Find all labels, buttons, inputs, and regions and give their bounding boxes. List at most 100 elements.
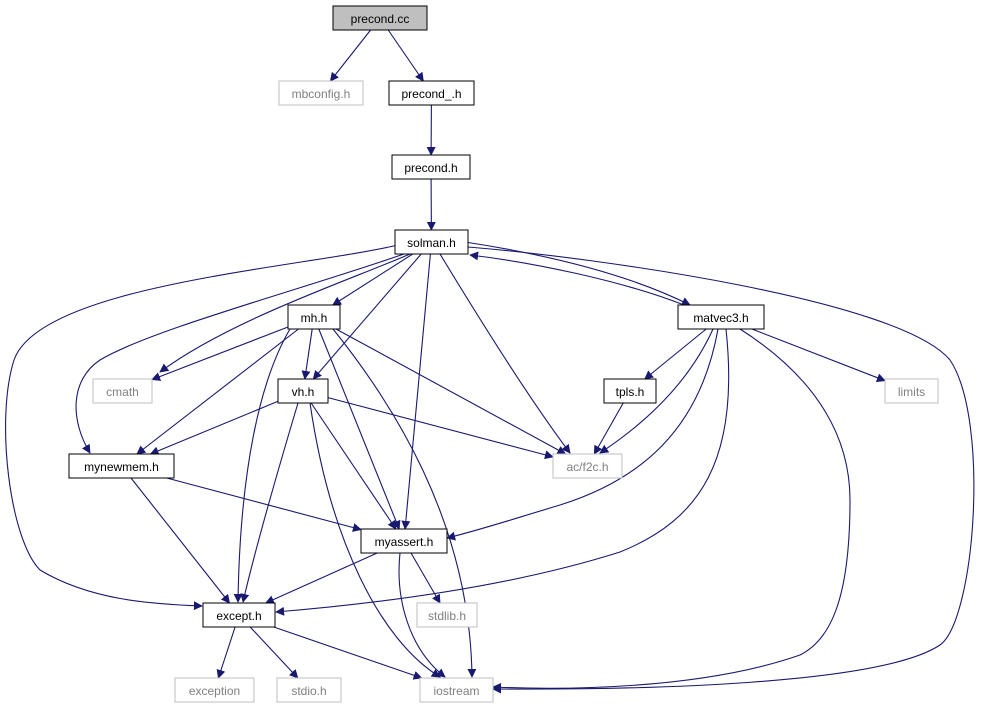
- edge-myassert_h-to-iostream: [398, 552, 446, 678]
- node-cmath: cmath: [92, 378, 153, 404]
- edge-arrow: [130, 477, 231, 604]
- edge-arrow: [644, 328, 707, 380]
- node-precond-cc[interactable]: precond.cc: [332, 5, 428, 31]
- node-precond--h[interactable]: precond_.h: [388, 80, 475, 106]
- edge-myassert_h-to-stdlib_h: [410, 552, 441, 604]
- node-label: myassert.h: [375, 535, 434, 549]
- edge-arrow: [327, 397, 554, 460]
- edge-mh_h-to-vh_h: [301, 328, 313, 380]
- edge-vh_h-to-ac_f2c_h: [327, 397, 554, 460]
- node-box: [388, 80, 475, 106]
- edge-mh_h-to-except_h: [233, 328, 291, 603]
- edge-arrow: [446, 328, 719, 541]
- edge-arrow: [335, 328, 567, 455]
- node-label: vh.h: [292, 385, 315, 399]
- node-stdlib-h: stdlib.h: [416, 602, 478, 628]
- edge-matvec3_h-to-solman_h: [469, 251, 685, 306]
- node-box: [394, 229, 469, 255]
- node-label: mh.h: [301, 311, 328, 325]
- edge-arrow: [5, 244, 399, 611]
- node-except-h[interactable]: except.h: [202, 602, 276, 628]
- edge-arrow: [439, 253, 571, 454]
- node-box: [202, 602, 276, 628]
- edge-arrow: [151, 326, 289, 381]
- node-myassert-h[interactable]: myassert.h: [360, 528, 448, 554]
- node-box: [603, 378, 657, 404]
- edge-vh_h-to-myassert_h: [310, 402, 397, 530]
- edge-arrow: [75, 253, 405, 454]
- edge-mynewmem_h-to-except_h: [130, 477, 231, 604]
- node-label: tpls.h: [616, 385, 645, 399]
- edge-arrow: [318, 328, 401, 530]
- node-box: [416, 602, 478, 628]
- node-box: [68, 453, 175, 479]
- node-label: matvec3.h: [693, 311, 748, 325]
- edge-solman_h-to-except_h: [5, 244, 399, 611]
- edge-precond_cc-to-mbconfig_h: [329, 29, 372, 82]
- node-box: [391, 154, 471, 180]
- node-ac-f2c-h: ac/f2c.h: [552, 453, 623, 479]
- edge-solman_h-to-mh_h: [332, 253, 413, 306]
- edge-arrow: [309, 402, 441, 678]
- edge-except_h-to-iostream: [273, 626, 423, 680]
- edge-mh_h-to-mynewmem_h: [136, 328, 299, 455]
- node-box: [884, 378, 939, 404]
- edge-solman_h-to-mynewmem_h: [75, 253, 405, 454]
- edge-solman_h-to-matvec3_h: [464, 241, 691, 306]
- node-iostream: iostream: [419, 677, 494, 703]
- edge-arrow: [387, 29, 424, 82]
- node-solman-h[interactable]: solman.h: [394, 229, 469, 255]
- edge-solman_h-to-iostream: [467, 246, 975, 694]
- node-label: iostream: [433, 684, 479, 698]
- node-limits: limits: [884, 378, 939, 404]
- node-box: [276, 677, 342, 703]
- node-vh-h[interactable]: vh.h: [277, 378, 329, 404]
- edge-arrow: [264, 552, 378, 604]
- edge-arrow: [301, 328, 313, 380]
- node-stdio-h: stdio.h: [276, 677, 342, 703]
- edge-precond_cc-to-precond__h: [387, 29, 424, 82]
- edge-mynewmem_h-to-myassert_h: [166, 477, 362, 532]
- node-label: stdlib.h: [428, 609, 466, 623]
- edge-except_h-to-exception: [216, 626, 236, 679]
- edge-mh_h-to-myassert_h: [318, 328, 401, 530]
- node-matvec3-h[interactable]: matvec3.h: [677, 304, 765, 330]
- node-box: [92, 378, 153, 404]
- edge-vh_h-to-iostream: [309, 402, 441, 678]
- node-label: precond.h: [404, 161, 457, 175]
- edge-arrow: [159, 253, 411, 373]
- edge-except_h-to-stdio_h: [249, 626, 299, 679]
- node-label: ac/f2c.h: [566, 460, 608, 474]
- edge-arrow: [410, 552, 441, 604]
- edge-matvec3_h-to-tpls_h: [644, 328, 707, 380]
- edge-arrow: [273, 626, 423, 680]
- edges-layer: [5, 29, 975, 694]
- node-label: exception: [189, 684, 240, 698]
- node-box: [332, 5, 428, 31]
- node-label: precond.cc: [351, 12, 410, 26]
- edge-arrow: [398, 552, 446, 678]
- edge-arrow: [467, 246, 975, 694]
- node-label: solman.h: [407, 236, 456, 250]
- node-exception: exception: [174, 677, 255, 703]
- edge-solman_h-to-cmath: [159, 253, 411, 373]
- node-tpls-h[interactable]: tpls.h: [603, 378, 657, 404]
- node-box: [278, 80, 364, 106]
- edge-arrow: [275, 328, 730, 616]
- edge-solman_h-to-myassert_h: [401, 253, 431, 530]
- edge-mh_h-to-cmath: [151, 326, 289, 381]
- edge-arrow: [310, 402, 397, 530]
- edge-arrow: [469, 251, 685, 306]
- node-label: cmath: [106, 385, 139, 399]
- node-mh-h[interactable]: mh.h: [287, 304, 341, 330]
- node-mynewmem-h[interactable]: mynewmem.h: [68, 453, 175, 479]
- edge-arrow: [329, 29, 372, 82]
- edge-arrow: [751, 328, 886, 382]
- edge-vh_h-to-mynewmem_h: [149, 400, 279, 456]
- node-precond-h[interactable]: precond.h: [391, 154, 471, 180]
- edge-matvec3_h-to-iostream: [492, 328, 851, 692]
- edge-solman_h-to-ac_f2c_h: [439, 253, 571, 454]
- edge-arrow: [464, 241, 691, 306]
- edge-myassert_h-to-except_h: [264, 552, 378, 604]
